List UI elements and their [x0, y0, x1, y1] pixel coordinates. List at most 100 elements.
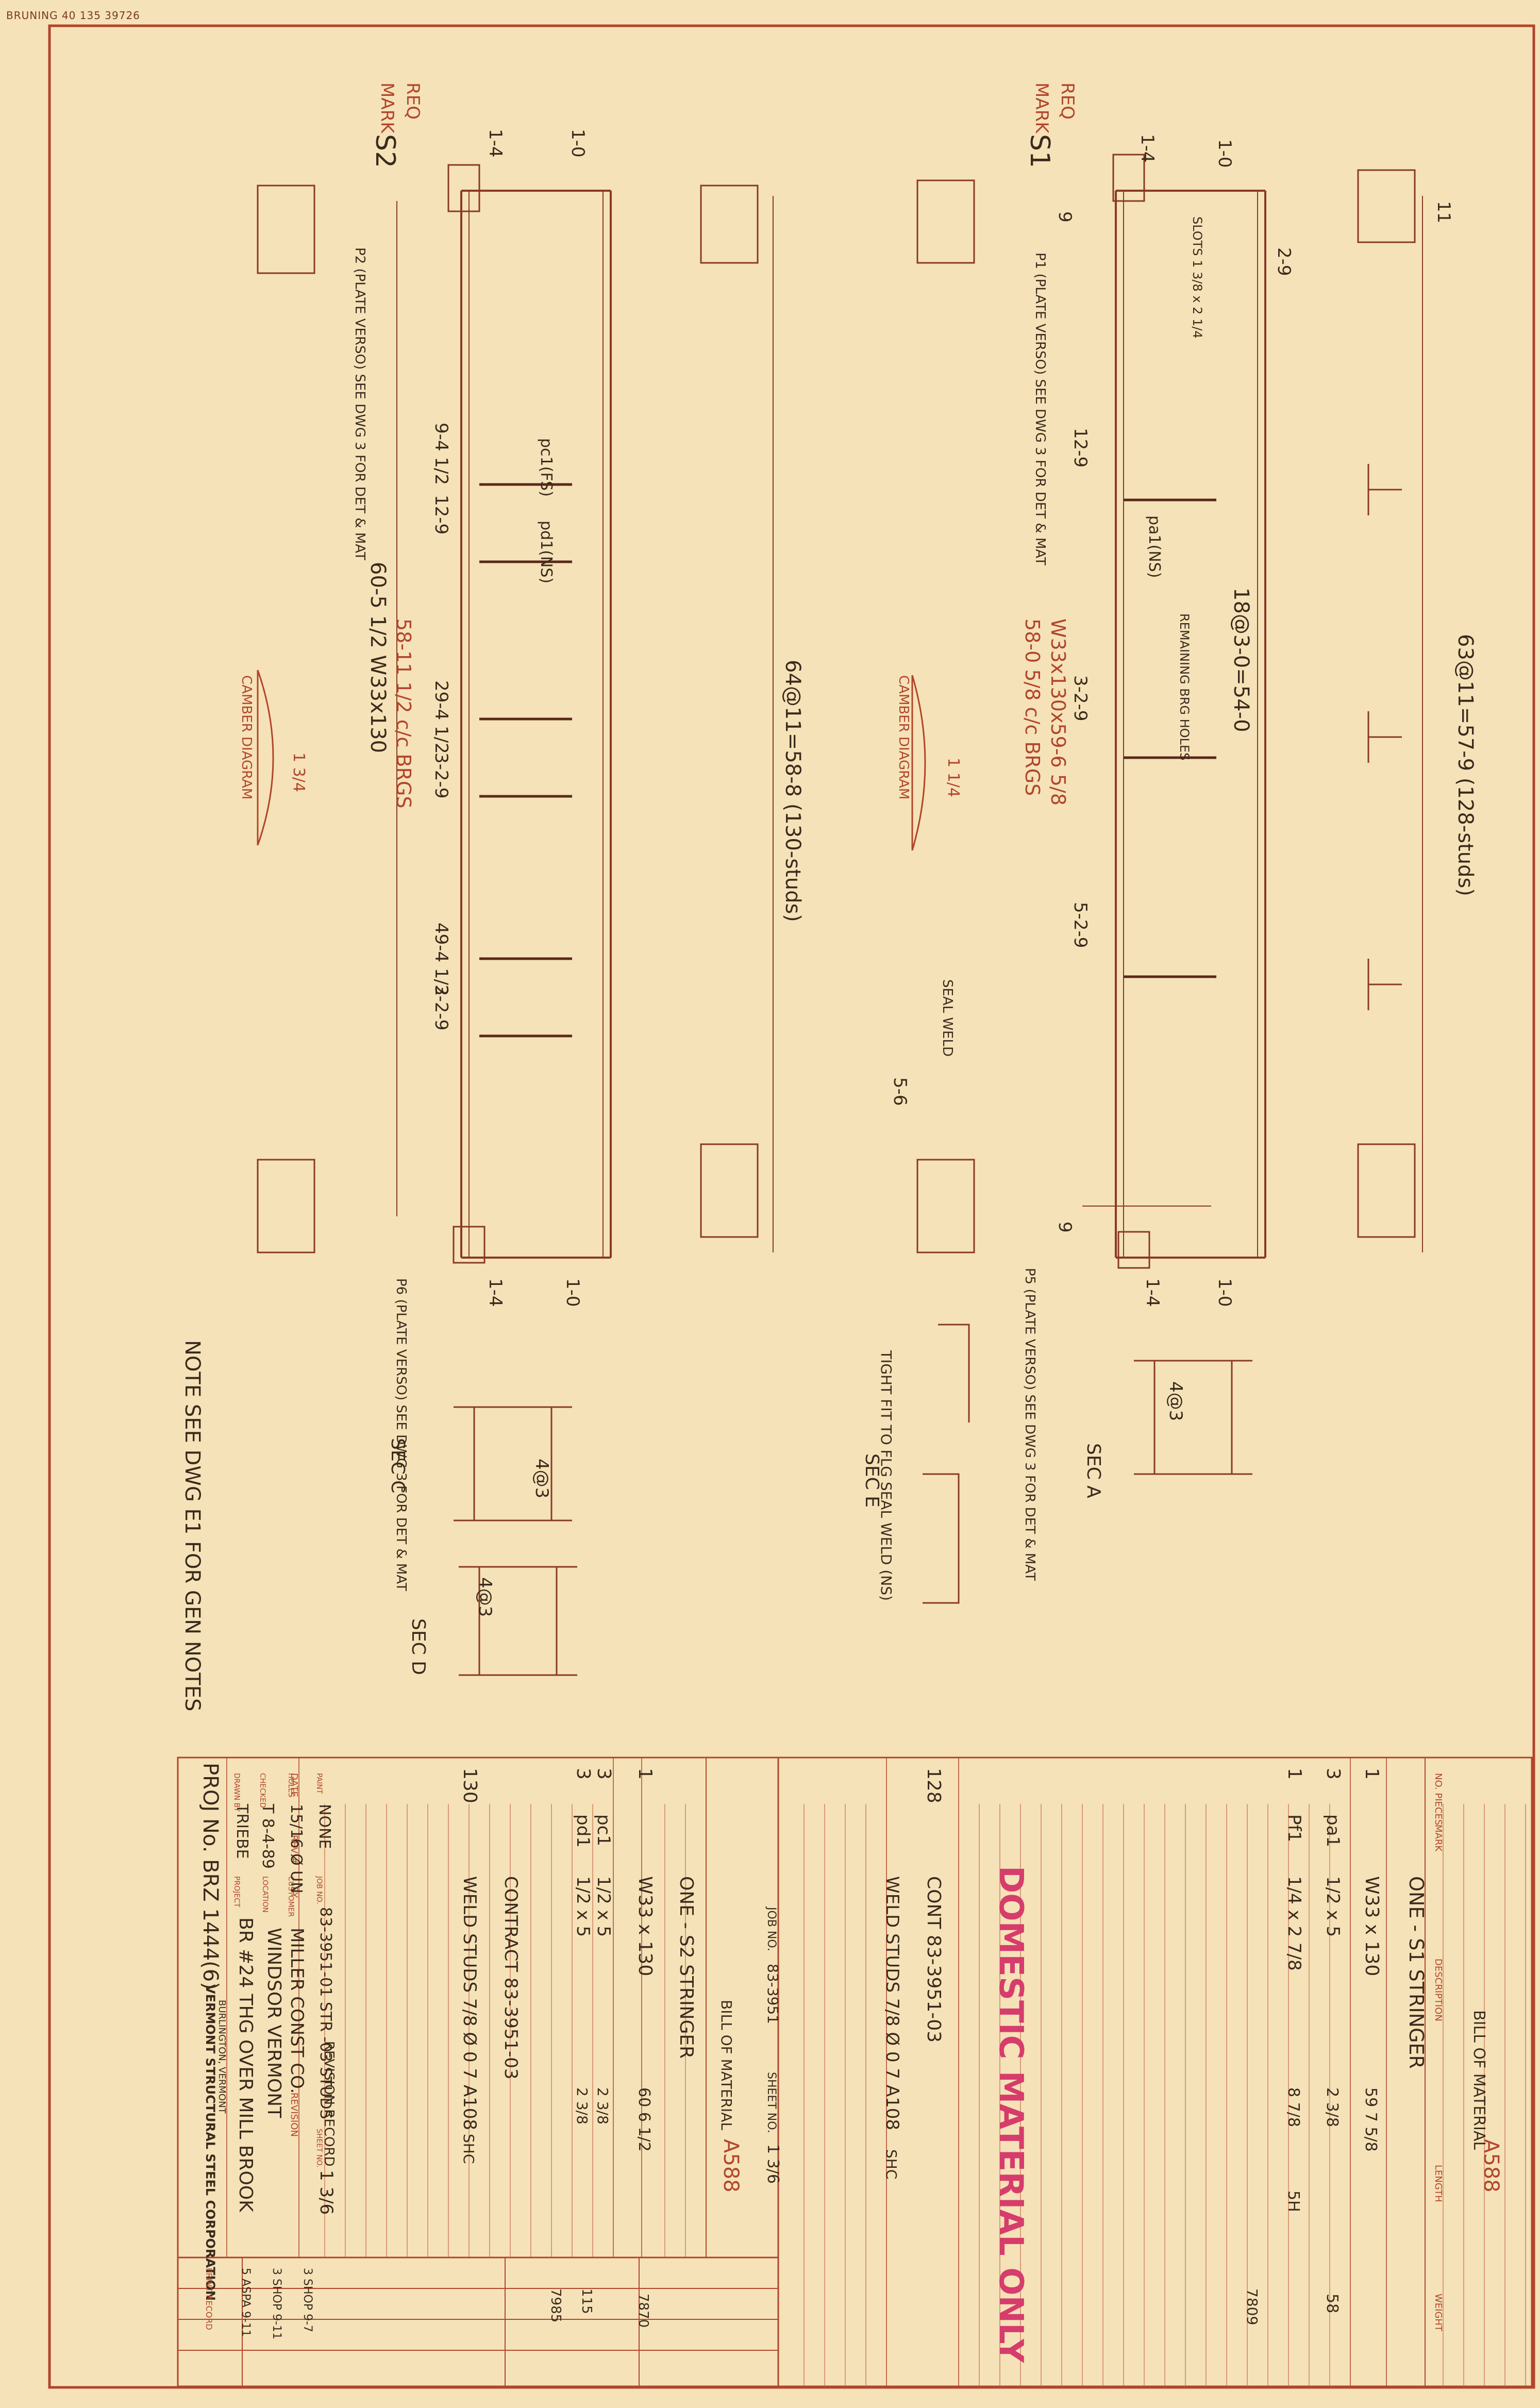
s2-stud-spacing: 64@11=58-8 (130-studs): [781, 660, 805, 922]
s1-dim: 9: [1054, 211, 1075, 223]
bom-s1-total: 7809: [1244, 2288, 1261, 2325]
s2-dim: 9-4 1/2: [431, 423, 451, 485]
s2-dim: 1-4: [485, 1278, 506, 1307]
bom-s2-weight: 115: [579, 2288, 594, 2314]
sec-a-label: SEC A: [1083, 1443, 1104, 1498]
company-city: BURLINGTON, VERMONT: [216, 2000, 227, 2114]
section-details: [454, 1324, 1252, 1676]
bom-s2-desc: 1/2 x 5: [573, 1876, 593, 1937]
s1-dim: 2-9: [1274, 247, 1294, 276]
bom-s2-length: 2 3/8: [574, 2087, 591, 2125]
revision-header: REVISION: [289, 2093, 299, 2137]
bom-s1-title: BILL OF MATERIAL: [1470, 2010, 1488, 2150]
s1-dim: 5-2-9: [1070, 902, 1091, 948]
revision-header: DATE: [289, 1773, 299, 1797]
customer-label: CUSTOMER: [287, 1876, 295, 1917]
bom-s1-weight: 5H: [1284, 2190, 1302, 2212]
bom-s2-weight: 7870: [635, 2294, 651, 2328]
bom-s1-desc: 1/2 x 5: [1323, 1876, 1343, 1937]
bom-s2-qty: 3: [573, 1768, 594, 1780]
s2-end-details: [257, 164, 759, 1264]
bom-s2-grade: A588: [719, 2139, 743, 2193]
bom-s2-weight: SHC: [460, 2134, 477, 2164]
sec-d-spacing: 4@3: [475, 1577, 495, 1617]
s2-dim: 1-0: [562, 1278, 583, 1307]
tb-job-no: 83-3951-01 STR -03 STUDS: [316, 1907, 334, 2119]
s1-camber-diagram: [911, 675, 926, 851]
general-note: NOTE SEE DWG E1 FOR GEN NOTES: [180, 1340, 204, 1711]
s1-dim: 9: [1054, 1222, 1075, 1233]
s2-plate-note: P2 (PLATE VERSO) SEE DWG 3 FOR DET & MAT: [352, 247, 367, 560]
bom-s2-desc: CONTRACT 83-3951-03: [500, 1876, 521, 2080]
s1-dim: 5-6: [890, 1077, 910, 1106]
bom-s2-qty: 130: [459, 1768, 480, 1803]
bom-s2-desc: 1/2 x 5: [593, 1876, 614, 1937]
bom-s2-desc: W33 x 130: [634, 1876, 656, 1976]
s1-plate-note-2: P5 (PLATE VERSO) SEE DWG 3 FOR DET & MAT: [1022, 1268, 1037, 1581]
s2-req-label: REQ: [403, 82, 423, 120]
company-name: VERMONT STRUCTURAL STEEL CORPORATION: [203, 1984, 217, 2301]
bom-s1-header: DESCRIPTION: [1433, 1959, 1444, 2021]
sec-c-spacing: 4@3: [531, 1459, 552, 1498]
bom-s2-qty: 1: [634, 1768, 656, 1780]
s1-mark: S1: [1024, 134, 1055, 168]
s2-member-desc: 58-11 1/2 c/c BRGS: [392, 618, 415, 808]
sec-c-label: SEC C: [387, 1438, 408, 1493]
s1-member-desc: 58-0 5/8 c/c BRGS: [1021, 618, 1044, 796]
bom-s1-qty: 128: [923, 1768, 944, 1803]
s2-dim: 1-4: [485, 129, 506, 158]
bom-s1-header: NO. PIECES: [1433, 1773, 1444, 1825]
s2-camber-diagram: [257, 670, 274, 846]
sec-a-spacing: 4@3: [1165, 1381, 1186, 1421]
s1-dim: 1-0: [1214, 1278, 1235, 1307]
s1-end-details: [916, 154, 1416, 1269]
sheet-border: [48, 24, 1535, 2389]
s2-span: 60-5 1/2 W33x130: [366, 562, 390, 753]
s2-dim: 12-9: [431, 495, 451, 534]
bom-s2-job-label: JOB NO.: [765, 1906, 778, 1951]
bom-s1-weight: SHC: [883, 2149, 900, 2179]
revision-title: REVISION RECORD: [321, 2041, 337, 2167]
s1-dim: 1-4: [1142, 1278, 1163, 1307]
bom-s2-title: BILL OF MATERIAL: [718, 2000, 735, 2130]
s2-stiffener-label-2: pc1(FS): [537, 438, 555, 497]
checked-label: CHECKED: [258, 1773, 266, 1808]
bom-s1-qty: 3: [1323, 1768, 1344, 1780]
bom-s2-total: 7985: [548, 2288, 563, 2322]
print-record-row: 3 SHOP 9-11: [270, 2268, 283, 2339]
bom-s2-qty: 3: [593, 1768, 614, 1780]
seal-weld-note: SEAL WELD: [940, 979, 955, 1057]
paint-value: NONE: [315, 1804, 333, 1849]
s2-mark-label: MARK: [377, 82, 397, 134]
s2-stiffeners: [479, 483, 572, 1038]
bom-s1-header: MARK: [1433, 1825, 1444, 1852]
bom-s2-mark: pc1: [593, 1814, 614, 1846]
s2-dim: 29-4 1/2: [431, 680, 451, 754]
print-record-row: 3 SHOP 9-7: [301, 2268, 314, 2332]
s2-camber-value: 1 3/4: [290, 752, 308, 792]
revision-header: REV #: [289, 1835, 299, 1864]
bom-s2-sheet-label: SHEET NO.: [765, 2072, 778, 2133]
s1-mark-label: MARK: [1031, 82, 1052, 134]
tb-job-label: JOB NO.: [315, 1876, 323, 1904]
bom-s1-mark: pa1: [1323, 1814, 1343, 1847]
holes-value: 15/16 Ø UN: [287, 1804, 305, 1894]
s2-dim: 3-2-9: [431, 752, 451, 798]
s1-stud-spacing: 63@11=57-9 (128-studs): [1453, 634, 1477, 896]
print-record-title: PRINT RECORD: [204, 2268, 214, 2330]
stringer-s1-elevation: [1082, 190, 1423, 1259]
bom-s2-desc: WELD STUDS 7/8 Ø 0 7 A108: [459, 1876, 480, 2130]
s1-plate-note: P1 (PLATE VERSO) SEE DWG 3 FOR DET & MAT: [1032, 253, 1048, 565]
project-label: PROJECT: [232, 1876, 241, 1908]
s1-stiffeners: [1124, 498, 1216, 978]
tb-sheet-no: 1 3/6: [316, 2170, 337, 2215]
drawn-label: DRAWN BY: [232, 1773, 241, 1812]
bom-s1-length: 8 7/8: [1284, 2087, 1302, 2127]
bom-s1-desc: WELD STUDS 7/8 Ø 0 7 A108: [882, 1876, 902, 2130]
bom-s1-length: 2 3/8: [1323, 2087, 1341, 2127]
printer-mark: BRUNING 40 135 39726: [6, 9, 140, 22]
s2-mark: S2: [370, 134, 400, 168]
s1-slots: SLOTS 1 3/8 x 2 1/4: [1190, 216, 1204, 339]
